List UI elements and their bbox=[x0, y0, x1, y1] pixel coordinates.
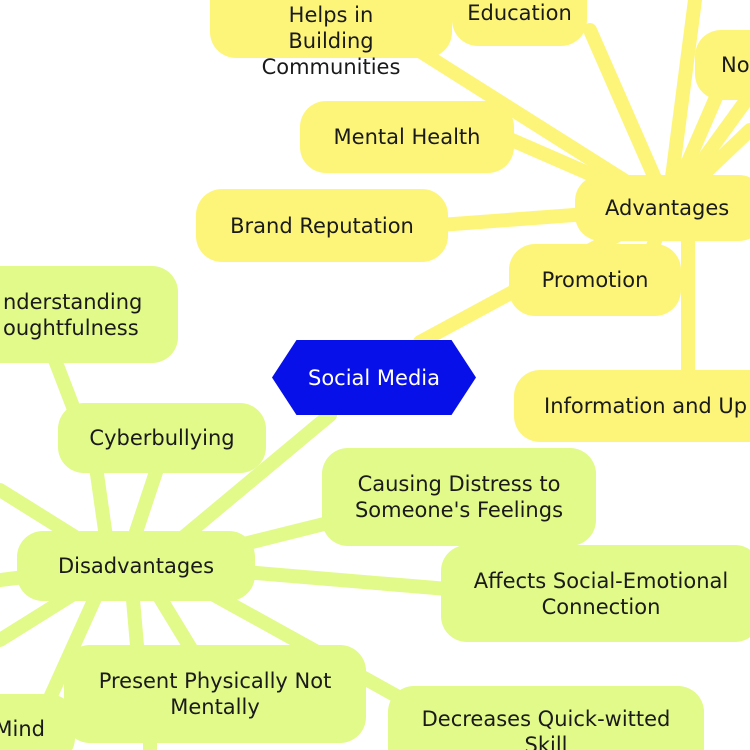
node-label: Advantages bbox=[605, 196, 730, 220]
node-understanding-thoughtfulness[interactable]: nderstanding oughtfulness bbox=[0, 266, 178, 363]
node-affects-social-emotional[interactable]: Affects Social-Emotional Connection bbox=[441, 545, 750, 642]
node-label: Present Physically Not Mentally bbox=[98, 669, 332, 719]
node-advantages[interactable]: Advantages bbox=[575, 175, 750, 241]
node-label: Information and Up bbox=[544, 394, 748, 418]
central-node-label: Social Media bbox=[307, 365, 440, 390]
node-decreases-quick-witted[interactable]: Decreases Quick-witted Skill bbox=[388, 686, 704, 750]
node-label: Causing Distress to Someone's Feelings bbox=[354, 472, 564, 522]
node-mental-health[interactable]: Mental Health bbox=[300, 101, 514, 173]
node-cyberbullying[interactable]: Cyberbullying bbox=[58, 403, 266, 473]
node-disadvantages[interactable]: Disadvantages bbox=[17, 531, 255, 601]
node-label: Education bbox=[467, 1, 572, 25]
node-label: Brand Reputation bbox=[230, 213, 414, 238]
node-no[interactable]: No bbox=[695, 30, 750, 100]
node-label: Decreases Quick-witted Skill bbox=[421, 707, 671, 750]
node-present-physically[interactable]: Present Physically Not Mentally bbox=[64, 645, 366, 743]
node-label: No bbox=[721, 53, 750, 77]
node-label: Cyberbullying bbox=[89, 426, 235, 450]
node-label: Promotion bbox=[541, 268, 649, 292]
node-label: nderstanding oughtfulness bbox=[3, 289, 143, 340]
node-label: Affects Social-Emotional Connection bbox=[473, 568, 729, 619]
link-advantages-edge-1 bbox=[661, 0, 702, 215]
node-label: Mental Health bbox=[333, 125, 481, 149]
node-label: Mind bbox=[0, 717, 45, 741]
node-promotion[interactable]: Promotion bbox=[509, 244, 681, 316]
node-information-and-updates[interactable]: Information and Up bbox=[514, 370, 750, 442]
node-brand-reputation[interactable]: Brand Reputation bbox=[196, 189, 448, 262]
central-node-social-media[interactable]: Social Media bbox=[272, 340, 476, 415]
node-education[interactable]: Education bbox=[452, 0, 587, 46]
node-causing-distress[interactable]: Causing Distress to Someone's Feelings bbox=[322, 448, 596, 546]
node-label: Helps in Building Communities bbox=[261, 3, 401, 79]
node-helps-building-communities[interactable]: Helps in Building Communities bbox=[210, 0, 452, 79]
node-mind[interactable]: Mind bbox=[0, 694, 75, 750]
node-label: Disadvantages bbox=[57, 554, 215, 578]
